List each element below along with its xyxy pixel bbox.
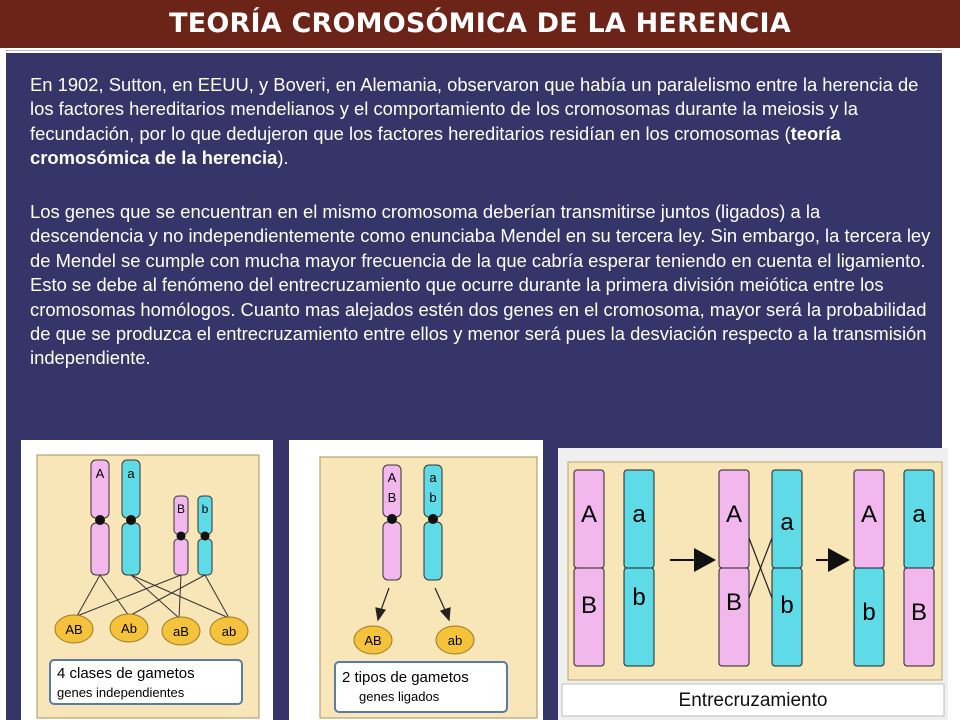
- label-a-before: a: [632, 501, 646, 528]
- gamete-AB: [54, 614, 94, 644]
- label-b: b: [202, 502, 209, 516]
- chromosome-aB-after: [903, 469, 935, 667]
- gamete-ab: [435, 625, 475, 655]
- chromosome-ab-middle: [771, 469, 803, 667]
- chromosome-AB-middle: [718, 469, 750, 667]
- label-a: a: [127, 466, 135, 481]
- label-B-after: B: [911, 599, 927, 626]
- label-A-middle: A: [726, 501, 742, 528]
- arrow-right-icon: [670, 548, 716, 572]
- caption-box: [49, 659, 243, 705]
- paragraph1-end: ).: [277, 147, 289, 169]
- gamete-AB: [353, 625, 393, 655]
- label-A: A: [388, 470, 397, 485]
- label-B: B: [177, 502, 185, 516]
- figure-independent-genes: A a B b AB Ab aB ab 4 clases de gametos …: [21, 440, 273, 720]
- label-B-middle: B: [726, 589, 742, 616]
- label-a: a: [429, 470, 437, 485]
- label-B-before: B: [581, 592, 597, 619]
- paragraph1-text: En 1902, Sutton, en EEUU, y Boveri, en A…: [30, 74, 919, 144]
- caption: Entrecruzamiento: [679, 690, 828, 711]
- gamete-label-ab: ab: [222, 624, 236, 639]
- paragraph-linkage: Los genes que se encuentran en el mismo …: [30, 201, 931, 369]
- caption-box: [334, 661, 508, 713]
- gamete-label-AB: AB: [65, 622, 82, 637]
- chromosome-AB-before: [573, 469, 605, 667]
- caption-line2: genes independientes: [57, 685, 185, 700]
- paragraph1-bold-term: teoría cromosómica de la herencia: [30, 122, 841, 169]
- chromosome-b: [197, 495, 213, 576]
- label-b-after: b: [862, 599, 875, 626]
- chromosome-Ab-after: [853, 469, 885, 667]
- gamete-label-Ab: Ab: [121, 621, 137, 636]
- chromosome-A: [90, 459, 110, 576]
- label-A-before: A: [581, 501, 597, 528]
- gamete-label-aB: aB: [173, 624, 189, 639]
- chromosome-ab-before: [623, 469, 655, 667]
- label-b-before: b: [632, 584, 645, 611]
- gamete-aB: [161, 616, 201, 646]
- caption-line2: genes ligados: [359, 689, 440, 704]
- page-title: TEORÍA CROMOSÓMICA DE LA HERENCIA: [0, 0, 960, 48]
- label-b-middle: b: [780, 592, 793, 619]
- chromosome-B: [173, 495, 189, 576]
- crossover-lines: [748, 537, 773, 599]
- caption-line1: 4 clases de gametos: [57, 665, 195, 682]
- label-a-middle: a: [780, 509, 794, 536]
- label-a-after: a: [912, 501, 926, 528]
- gamete-label-ab: ab: [448, 633, 462, 648]
- gamete-Ab: [109, 613, 149, 643]
- title-divider: [6, 50, 942, 51]
- chromosome-ab: [423, 464, 443, 581]
- gamete-label-AB: AB: [364, 633, 381, 648]
- segregation-lines: [76, 574, 230, 619]
- figure-linked-genes: A B a b AB ab 2 tipos de gametos genes l…: [289, 440, 543, 720]
- label-A-after: A: [861, 501, 877, 528]
- figure-crossover: A B a b A B a b: [558, 448, 948, 720]
- label-A: A: [96, 466, 105, 481]
- caption-box: [561, 683, 945, 717]
- caption-line1: 2 tipos de gametos: [342, 669, 469, 686]
- chromosome-a: [121, 459, 141, 576]
- label-B: B: [388, 490, 397, 505]
- label-b: b: [429, 490, 436, 505]
- chromosome-AB: [382, 464, 402, 581]
- segregation-arrows: [375, 587, 451, 622]
- paragraph-sutton-boveri: En 1902, Sutton, en EEUU, y Boveri, en A…: [30, 73, 935, 171]
- gamete-ab: [209, 616, 249, 646]
- arrow-right-icon: [816, 548, 850, 572]
